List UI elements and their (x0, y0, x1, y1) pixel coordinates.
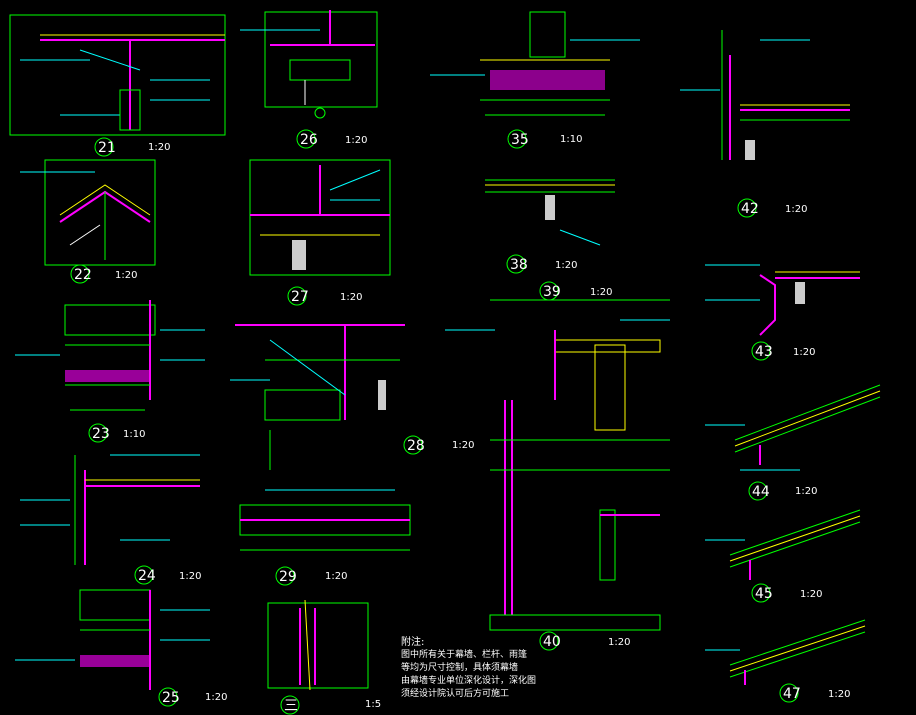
detail-28-scale: 1:20 (452, 440, 474, 451)
detail-21-callout (94, 137, 114, 157)
detail-38-callout (506, 254, 526, 274)
detail-43-number: 43 (755, 344, 773, 360)
detail-28-drawing (230, 324, 405, 470)
detail-38-scale: 1:20 (555, 260, 577, 271)
detail-29-number: 29 (279, 569, 297, 585)
detail-25-number: 25 (162, 690, 180, 706)
detail-25-callout (158, 687, 178, 707)
detail-3-number: 三 (284, 698, 298, 714)
detail-28-number: 28 (407, 438, 425, 454)
detail-42-drawing (680, 30, 850, 160)
detail-26-callout (296, 129, 316, 149)
detail-38-number: 38 (510, 257, 528, 273)
detail-3-callout (280, 695, 300, 715)
detail-24-drawing (20, 454, 200, 565)
detail-35-callout (507, 129, 527, 149)
detail-29-drawing (239, 489, 411, 551)
detail-40-scale: 1:20 (608, 637, 630, 648)
detail-39-scale: 1:20 (590, 287, 612, 298)
detail-47-callout (779, 683, 799, 703)
notes-line-1: 图中所有关于幕墙、栏杆、雨篷 (401, 650, 528, 660)
detail-23-scale: 1:10 (123, 429, 145, 440)
detail-47-scale: 1:20 (828, 689, 850, 700)
detail-45-drawing (705, 509, 861, 580)
detail-39-callout (539, 281, 559, 301)
detail-42-scale: 1:20 (785, 204, 807, 215)
detail-35-scale: 1:10 (560, 134, 582, 145)
detail-25-drawing (15, 589, 210, 690)
detail-29-scale: 1:20 (325, 571, 347, 582)
notes-line-2: 等均为尺寸控制，具体须幕墙 (401, 663, 519, 673)
detail-45-number: 45 (755, 586, 773, 602)
detail-22-number: 22 (74, 267, 92, 283)
detail-21-number: 21 (98, 140, 116, 156)
detail-44-callout (748, 481, 768, 501)
detail-26-scale: 1:20 (345, 135, 367, 146)
detail-35-number: 35 (511, 132, 529, 148)
detail-40-callout (539, 631, 559, 651)
detail-26-number: 26 (300, 132, 318, 148)
detail-23-callout (88, 423, 108, 443)
detail-27-callout (287, 286, 307, 306)
detail-27-scale: 1:20 (340, 292, 362, 303)
detail-38-drawing (485, 179, 615, 246)
detail-42-callout (737, 198, 757, 218)
detail-40-number: 40 (543, 634, 561, 650)
notes-title: 附注: (401, 637, 425, 648)
detail-42-number: 42 (741, 201, 759, 217)
detail-29-callout (275, 566, 295, 586)
detail-28-callout (403, 435, 423, 455)
detail-47-drawing (705, 619, 866, 685)
detail-24-callout (134, 565, 154, 585)
notes-line-3: 由幕墙专业单位深化设计，深化图 (401, 676, 537, 686)
detail-27-number: 27 (291, 289, 309, 305)
detail-25-scale: 1:20 (205, 692, 227, 703)
detail-24-number: 24 (138, 568, 156, 584)
detail-45-callout (751, 583, 771, 603)
detail-21-scale: 1:20 (148, 142, 170, 153)
detail-27-drawing (249, 159, 391, 276)
detail-43-callout (751, 341, 771, 361)
detail-22-drawing (20, 159, 156, 266)
detail-45-scale: 1:20 (800, 589, 822, 600)
detail-3-drawing (267, 599, 369, 691)
detail-24-scale: 1:20 (179, 571, 201, 582)
detail-43-scale: 1:20 (793, 347, 815, 358)
detail-40-drawing (445, 299, 670, 631)
detail-44-number: 44 (752, 484, 770, 500)
detail-39-number: 39 (543, 284, 561, 300)
notes-line-4: 须经设计院认可后方可施工 (401, 689, 510, 699)
detail-44-drawing (705, 384, 881, 471)
detail-3-scale: 1:5 (365, 699, 381, 710)
detail-22-scale: 1:20 (115, 270, 137, 281)
detail-43-drawing (705, 264, 860, 336)
detail-35-drawing (430, 11, 640, 116)
detail-21-drawing (9, 14, 226, 136)
detail-26-drawing (240, 10, 378, 119)
detail-23-number: 23 (92, 426, 110, 442)
detail-23-drawing (15, 300, 205, 411)
detail-22-callout (70, 264, 90, 284)
detail-47-number: 47 (783, 686, 801, 702)
detail-44-scale: 1:20 (795, 486, 817, 497)
general-notes: 附注: 图中所有关于幕墙、栏杆、雨篷 等均为尺寸控制，具体须幕墙 由幕墙专业单位… (401, 636, 551, 701)
